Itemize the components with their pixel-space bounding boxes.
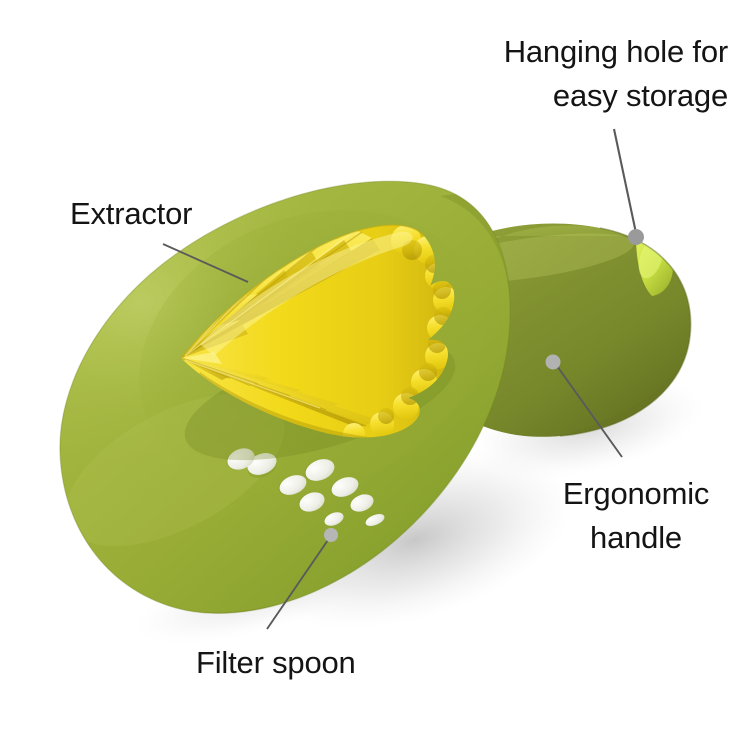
leader-line-ergonomic-handle <box>556 365 623 458</box>
callout-label-ergonomic-handle: Ergonomic handle <box>556 472 716 560</box>
filter-holes-group <box>226 448 385 527</box>
callout-label-filter-spoon: Filter spoon <box>196 641 356 685</box>
leader-dot-hanging-hole <box>628 229 644 245</box>
callout-hanging-hole-line1: Hanging hole for <box>503 34 728 69</box>
callout-ergonomic-line1: Ergonomic <box>562 476 710 511</box>
leader-line-extractor <box>162 243 249 283</box>
callout-leader-lines <box>162 128 644 630</box>
callout-filter-spoon-line1: Filter spoon <box>196 645 356 680</box>
callout-label-hanging-hole: Hanging hole for easy storage <box>478 30 728 118</box>
callout-extractor-line1: Extractor <box>70 196 193 231</box>
leader-dot-filter-spoon <box>324 528 338 542</box>
leader-line-hanging-hole <box>612 128 638 234</box>
leader-dot-ergonomic-handle <box>545 354 561 370</box>
callout-label-extractor: Extractor <box>70 192 192 236</box>
extractor-reamer-part <box>180 224 456 461</box>
leader-line-filter-spoon <box>266 539 329 630</box>
callout-hanging-hole-line2: easy storage <box>552 78 728 113</box>
callout-ergonomic-line2: handle <box>590 520 682 555</box>
